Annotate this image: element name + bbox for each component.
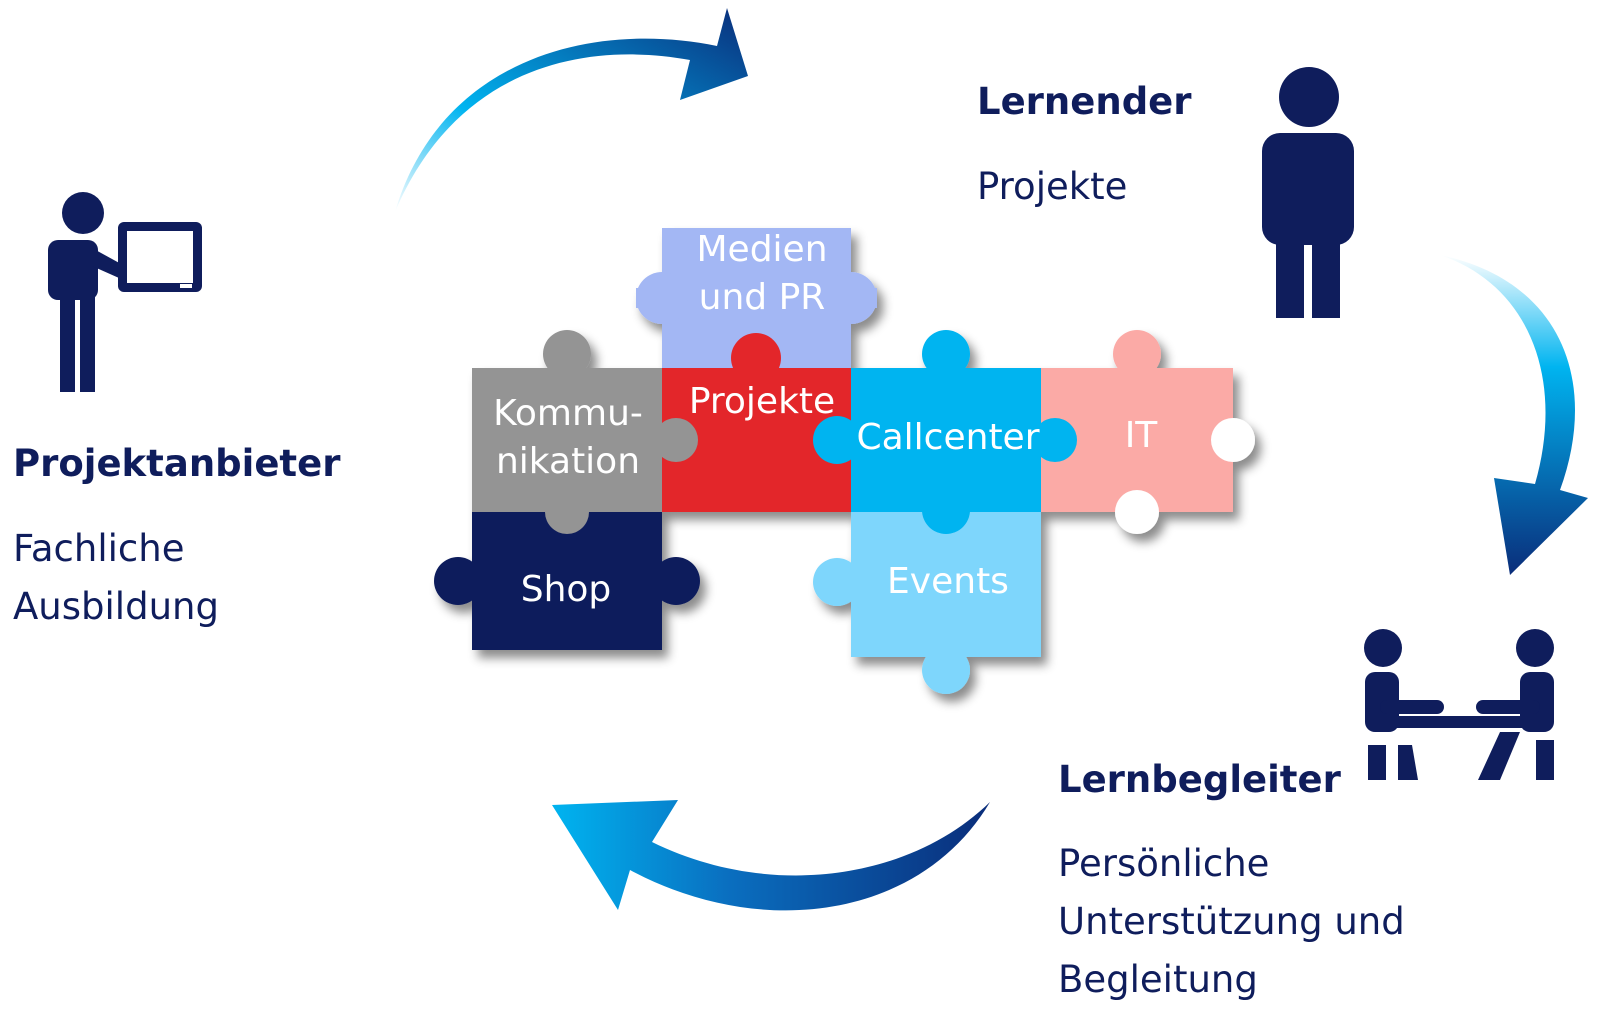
lernbegleiter-text-line-3: Begleitung xyxy=(1058,958,1258,1001)
cycle-arrow-top xyxy=(395,8,748,212)
projektanbieter-title: Projektanbieter xyxy=(13,442,341,485)
two-people-at-table-icon xyxy=(1364,629,1554,780)
cycle-arrow-bottom xyxy=(552,800,990,911)
piece-label-projekte: Projekte xyxy=(688,381,836,422)
lernbegleiter-text-line-1: Persönliche xyxy=(1058,842,1270,885)
lernbegleiter-text-line-2: Unterstützung und xyxy=(1058,900,1405,943)
piece-label-kommunikation: Kommu- nikation xyxy=(468,390,668,486)
piece-label-medien-line-2: und PR xyxy=(698,277,826,318)
piece-label-shop: Shop xyxy=(520,569,612,610)
lernbegleiter-title: Lernbegleiter xyxy=(1058,758,1341,801)
standing-person-icon xyxy=(1262,67,1354,318)
puzzle-piece-shop xyxy=(434,490,700,650)
cycle-arrow-right xyxy=(1440,255,1588,575)
projektanbieter-text-line-1: Fachliche xyxy=(13,527,185,570)
piece-label-medien: Medien und PR xyxy=(662,226,862,322)
piece-label-events: Events xyxy=(887,561,1009,602)
projektanbieter-text: Fachliche Ausbildung xyxy=(13,520,219,636)
projektanbieter-text-line-2: Ausbildung xyxy=(13,585,219,628)
piece-label-kommunikation-line-1: Kommu- xyxy=(493,393,643,434)
puzzle-piece-kommunikation xyxy=(472,330,662,512)
lernbegleiter-text: Persönliche Unterstützung und Begleitung xyxy=(1058,835,1405,1009)
puzzle-piece-events xyxy=(813,486,1041,694)
puzzle-piece-callcenter xyxy=(813,330,1041,512)
puzzle-piece-it xyxy=(1033,330,1255,534)
presenter-at-screen-icon xyxy=(48,192,202,392)
lernender-title: Lernender xyxy=(977,80,1192,123)
piece-label-medien-line-1: Medien xyxy=(696,229,828,270)
piece-label-kommunikation-line-2: nikation xyxy=(495,441,641,482)
piece-label-it: IT xyxy=(1124,415,1158,456)
piece-label-callcenter: Callcenter xyxy=(856,417,1040,458)
lernender-text: Projekte xyxy=(977,165,1128,208)
